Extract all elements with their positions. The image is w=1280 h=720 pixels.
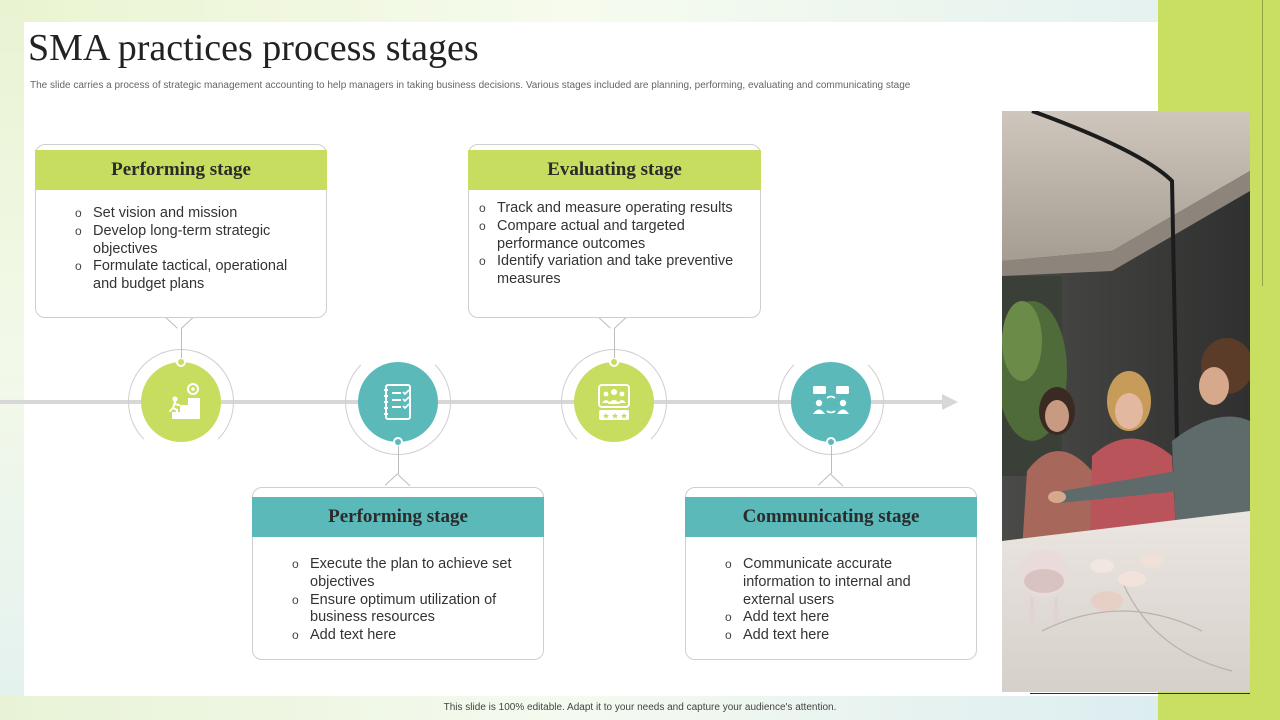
- stage-2-node: [358, 362, 438, 442]
- team-rating-icon: [598, 384, 630, 420]
- stage-2-header: Performing stage: [252, 497, 544, 537]
- stage-2-connector-line: [398, 446, 399, 474]
- list-item: Track and measure operating results: [479, 200, 749, 218]
- team-meeting-photo: [1002, 111, 1250, 692]
- stage-4-list: Communicate accurate information to inte…: [725, 556, 960, 645]
- stage-1-list: Set vision and mission Develop long-term…: [75, 205, 315, 294]
- stage-3-list: Track and measure operating results Comp…: [479, 200, 749, 289]
- list-item: Add text here: [725, 627, 960, 645]
- list-item: Ensure optimum utilization of business r…: [292, 592, 527, 628]
- accent-divider-line: [1262, 0, 1263, 286]
- list-item: Communicate accurate information to inte…: [725, 556, 960, 609]
- top-gradient-strip: [0, 0, 1160, 22]
- stage-1-header: Performing stage: [35, 150, 327, 190]
- timeline-arrow-icon: [942, 394, 958, 410]
- list-item: Set vision and mission: [75, 205, 315, 223]
- checklist-icon: [384, 384, 411, 420]
- list-item: Develop long-term strategic objectives: [75, 223, 315, 259]
- bottom-gradient-strip: [0, 696, 1160, 720]
- stage-3-header: Evaluating stage: [468, 150, 761, 190]
- list-item: Add text here: [725, 609, 960, 627]
- slide-subtitle: The slide carries a process of strategic…: [30, 80, 911, 91]
- stage-3-node: [574, 362, 654, 442]
- stage-1-connector-dot: [176, 357, 186, 367]
- stage-1-connector-line: [181, 328, 182, 358]
- list-item: Identify variation and take preventive m…: [479, 253, 749, 289]
- list-item: Formulate tactical, operational and budg…: [75, 258, 315, 294]
- timeline-line: [0, 400, 945, 404]
- stairs-goal-icon: [162, 383, 200, 419]
- footer-note: This slide is 100% editable. Adapt it to…: [443, 702, 837, 713]
- photo-underline: [1030, 693, 1250, 694]
- stage-4-connector-line: [831, 446, 832, 474]
- list-item: Execute the plan to achieve set objectiv…: [292, 556, 527, 592]
- communication-icon: [813, 386, 849, 414]
- left-gradient-strip: [0, 0, 26, 720]
- stage-3-connector-line: [614, 328, 615, 358]
- stage-4-header: Communicating stage: [685, 497, 977, 537]
- stage-4-node: [791, 362, 871, 442]
- stage-3-connector-dot: [609, 357, 619, 367]
- stage-1-node: [141, 362, 221, 442]
- list-item: Compare actual and targeted performance …: [479, 218, 749, 254]
- slide-title: SMA practices process stages: [28, 27, 479, 69]
- list-item: Add text here: [292, 627, 527, 645]
- stage-2-list: Execute the plan to achieve set objectiv…: [292, 556, 527, 645]
